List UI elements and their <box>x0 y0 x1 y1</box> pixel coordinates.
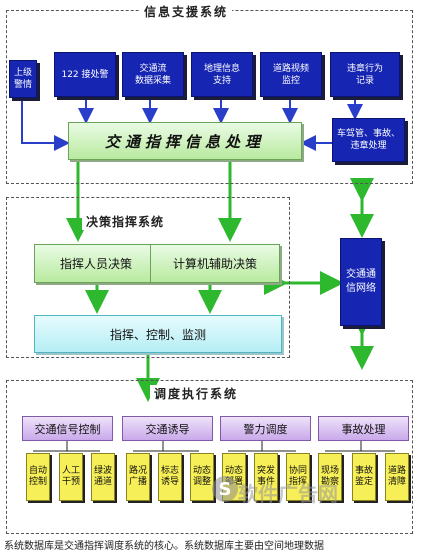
source-122-alarm: 122 接处警 <box>54 52 116 97</box>
source-geo-info: 地理信息 支持 <box>191 52 253 97</box>
traffic-network-box: 交通通 信网络 <box>340 238 382 326</box>
info-support-title: 信息支援系统 <box>140 3 233 20</box>
decision-title: 决策指挥系统 <box>82 213 169 230</box>
item-manual-intervention: 人工 干预 <box>59 453 83 501</box>
dispatch-connectors <box>33 441 395 452</box>
dispatch-title: 调度执行系统 <box>150 385 243 402</box>
watermark-logo: S <box>212 476 238 502</box>
flow-arrows <box>66 160 374 402</box>
info-processing-box: 交通指挥信息处理 <box>68 122 302 160</box>
dispatch-frame <box>6 380 413 534</box>
item-accident-appraisal: 事故 鉴定 <box>352 453 376 501</box>
group-police-dispatch: 警力调度 <box>220 416 311 441</box>
item-emergency: 突发 事件 <box>254 453 278 501</box>
human-decision-box: 指挥人员决策 <box>34 244 158 283</box>
command-control-box: 指挥、控制、监测 <box>34 315 282 353</box>
source-superior-alert: 上级 警情 <box>9 60 37 98</box>
caption-text: 系统数据库是交通指挥调度系统的核心。系统数据库主要由空间地理数据 <box>4 541 324 552</box>
computer-decision-box: 计算机辅助决策 <box>150 244 280 283</box>
source-violation-record: 违章行为 记录 <box>330 52 400 97</box>
source-vehicle-accident: 车驾管、事故、 违章处理 <box>332 118 405 162</box>
source-traffic-flow: 交通流 数据采集 <box>122 52 184 97</box>
decision-frame <box>6 197 290 358</box>
item-road-broadcast: 路况 广播 <box>126 453 150 501</box>
source-road-video: 道路视频 监控 <box>260 52 322 97</box>
source-arrows <box>21 97 363 151</box>
item-auto-control: 自动 控制 <box>26 453 50 501</box>
group-traffic-guidance: 交通诱导 <box>122 416 213 441</box>
group-accident-handling: 事故处理 <box>318 416 409 441</box>
item-green-wave: 绿波 通道 <box>91 453 115 501</box>
group-signal-control: 交通信号控制 <box>22 416 113 441</box>
item-dynamic-adjust: 动态 调整 <box>190 453 214 501</box>
watermark-text: 软件广告网 <box>238 482 338 506</box>
item-site-survey: 现场 勘察 <box>318 453 342 501</box>
item-sign-guidance: 标志 诱导 <box>158 453 182 501</box>
item-road-clearance: 道路 清障 <box>385 453 409 501</box>
item-coordinated-command: 协同 指挥 <box>286 453 310 501</box>
